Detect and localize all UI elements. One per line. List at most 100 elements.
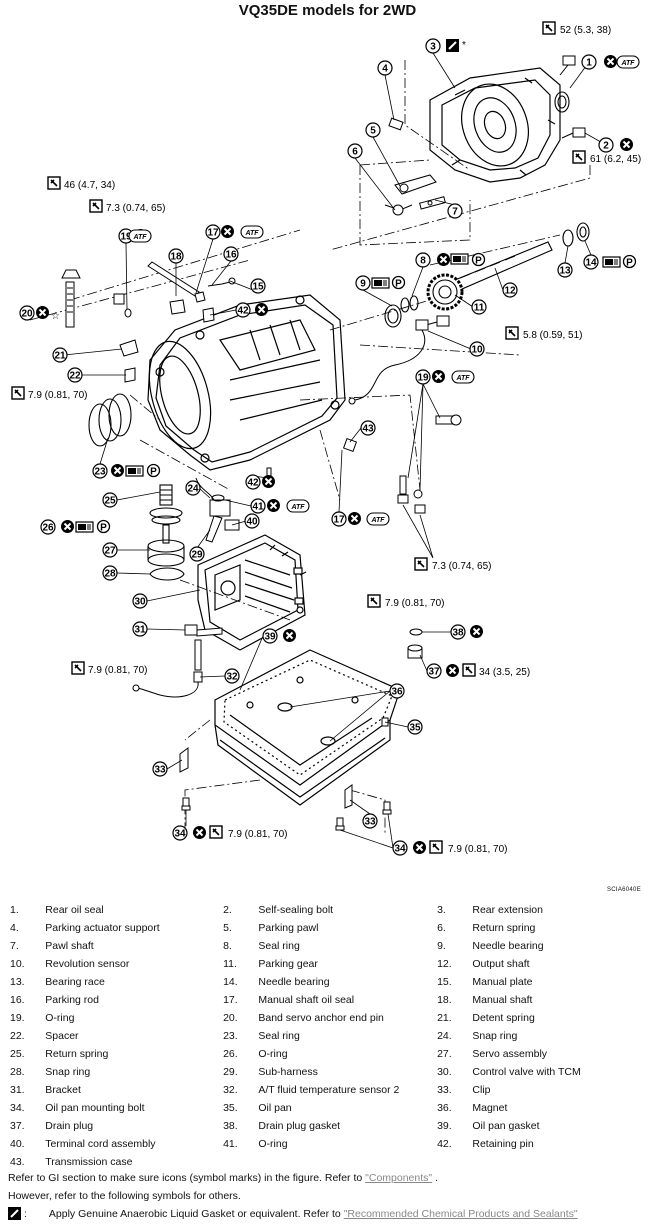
callout-circle bbox=[19, 305, 35, 321]
legend-label: Bracket bbox=[45, 1084, 81, 1096]
legend-label: Control valve with TCM bbox=[472, 1066, 581, 1078]
legend-number: 3. bbox=[437, 904, 446, 916]
callout-number: 8 bbox=[420, 256, 426, 267]
torque-layer: 52 (5.3, 38)61 (6.2, 45)46 (4.7, 34)7.3 … bbox=[28, 25, 641, 855]
callout-26: 26 bbox=[40, 519, 56, 535]
callout-circle bbox=[250, 278, 266, 294]
legend-number: 36. bbox=[437, 1102, 452, 1114]
chemical-products-link[interactable]: "Recommended Chemical Products and Seala… bbox=[343, 1208, 578, 1220]
callout-number: 29 bbox=[191, 550, 203, 561]
callout-number: 20 bbox=[21, 309, 33, 320]
components-link[interactable]: "Components" bbox=[365, 1172, 433, 1184]
callout-circle bbox=[102, 565, 118, 581]
callout-circle bbox=[471, 299, 487, 315]
torque-spec: 52 (5.3, 38) bbox=[560, 25, 611, 36]
case-small-parts bbox=[266, 414, 462, 514]
legend-number: 40. bbox=[10, 1138, 25, 1150]
callout-number: 9 bbox=[360, 279, 366, 290]
callout-circle bbox=[223, 246, 239, 262]
callout-circle bbox=[331, 511, 347, 527]
callout-9: 9 bbox=[355, 275, 371, 291]
callout-5: 5 bbox=[365, 122, 381, 138]
legend-label: Oil pan bbox=[258, 1102, 292, 1114]
atf-label: ATF bbox=[455, 375, 470, 382]
callout-20: 20 bbox=[19, 305, 35, 321]
legend-number: 1. bbox=[10, 904, 19, 916]
note-1-end: . bbox=[432, 1172, 438, 1184]
callout-circle bbox=[447, 203, 463, 219]
legend-label: Manual shaft oil seal bbox=[258, 994, 355, 1006]
legend-number: 25. bbox=[10, 1048, 25, 1060]
callout-number: 22 bbox=[69, 371, 81, 382]
oil-pan bbox=[214, 649, 401, 806]
callout-circle bbox=[132, 621, 148, 637]
control-valve bbox=[197, 534, 307, 651]
callout-24: 24 bbox=[185, 480, 201, 496]
torque-spec: 7.9 (0.81, 70) bbox=[228, 829, 287, 840]
left-side-parts bbox=[61, 261, 236, 383]
callout-number: 24 bbox=[187, 484, 199, 495]
callout-circle bbox=[67, 367, 83, 383]
callout-number: 37 bbox=[428, 667, 440, 678]
callout-number: 34 bbox=[174, 829, 186, 840]
callout-number: 33 bbox=[154, 765, 166, 776]
bracket-sensor bbox=[132, 624, 223, 698]
callout-circle bbox=[245, 474, 261, 490]
torque-spec: 7.3 (0.74, 65) bbox=[432, 561, 491, 572]
legend-label: Snap ring bbox=[45, 1066, 91, 1078]
callout-number: 38 bbox=[452, 628, 464, 639]
callout-circle bbox=[244, 513, 260, 529]
callout-number: 2 bbox=[603, 141, 609, 152]
callout-circle bbox=[392, 840, 408, 856]
legend-label: Spacer bbox=[45, 1030, 79, 1042]
callout-circle bbox=[52, 347, 68, 363]
callout-number: 34 bbox=[394, 844, 406, 855]
callout-circle bbox=[469, 341, 485, 357]
legend-number: 43. bbox=[10, 1156, 25, 1168]
page-title: VQ35DE models for 2WD bbox=[238, 2, 417, 19]
callout-11: 11 bbox=[471, 299, 487, 315]
callout-repeat-33: 33 bbox=[362, 813, 378, 829]
callout-number: 30 bbox=[134, 597, 146, 608]
callout-15: 15 bbox=[250, 278, 266, 294]
callout-circle bbox=[360, 420, 376, 436]
legend-label: O-ring bbox=[45, 1012, 75, 1024]
callout-34: 34 bbox=[172, 825, 188, 841]
legend-label: Servo assembly bbox=[472, 1048, 548, 1060]
callout-4: 4 bbox=[377, 60, 393, 76]
callout-repeat-42: 42 bbox=[245, 474, 261, 490]
callout-circle bbox=[262, 628, 278, 644]
atf-label: ATF bbox=[290, 504, 305, 511]
callout-40: 40 bbox=[244, 513, 260, 529]
callout-6: 6 bbox=[347, 143, 363, 159]
legend-label: Sub-harness bbox=[258, 1066, 318, 1078]
legend-label: O-ring bbox=[258, 1048, 288, 1060]
callout-16: 16 bbox=[223, 246, 239, 262]
callout-circle bbox=[355, 275, 371, 291]
callout-27: 27 bbox=[102, 542, 118, 558]
callout-number: 4 bbox=[382, 64, 388, 75]
symbol-marks bbox=[11, 21, 637, 855]
legend-label: Manual shaft bbox=[472, 994, 533, 1006]
legend-label: Seal ring bbox=[258, 1030, 300, 1042]
callout-43: 43 bbox=[360, 420, 376, 436]
output-shaft bbox=[449, 222, 590, 293]
callout-number: 27 bbox=[104, 546, 116, 557]
legend-number: 11. bbox=[223, 958, 237, 970]
exploded-view-diagram: P bbox=[11, 21, 641, 856]
callout-number: 14 bbox=[585, 258, 597, 269]
legend-number: 5. bbox=[223, 922, 232, 934]
torque-spec: 7.9 (0.81, 70) bbox=[28, 390, 87, 401]
legend-label: Rear extension bbox=[472, 904, 543, 916]
revolution-sensor bbox=[348, 315, 450, 405]
legend-number: 6. bbox=[437, 922, 446, 934]
atf-symbol: ATF bbox=[128, 229, 152, 243]
leader-lines bbox=[63, 52, 607, 849]
callout-number: 39 bbox=[264, 632, 276, 643]
